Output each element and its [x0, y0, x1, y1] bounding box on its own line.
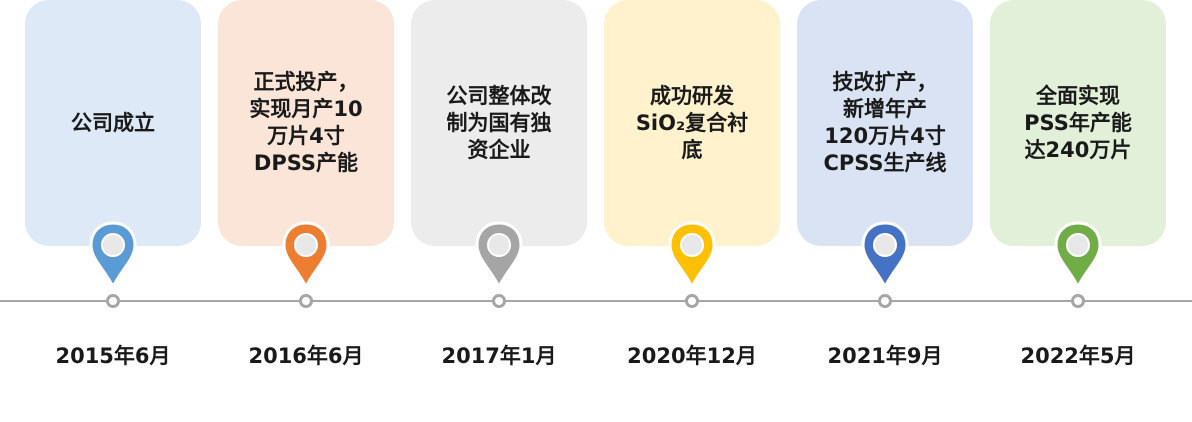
milestone-description: 技改扩产， 新增年产 120万片4寸 CPSS生产线: [823, 70, 947, 175]
milestone-card: 公司整体改 制为国有独 资企业: [411, 0, 587, 246]
milestone: 公司成立 2015年6月: [25, 0, 201, 422]
timeline-axis: [0, 300, 1192, 302]
milestone-card: 公司成立: [25, 0, 201, 246]
milestone-date: 2020年12月: [627, 344, 757, 368]
milestone-card: 技改扩产， 新增年产 120万片4寸 CPSS生产线: [797, 0, 973, 246]
map-pin-icon: [1054, 221, 1102, 290]
milestone-description: 公司整体改 制为国有独 资企业: [446, 83, 552, 162]
milestone-card: 成功研发 SiO₂复合衬 底: [604, 0, 780, 246]
milestone-description: 公司成立: [71, 110, 155, 135]
milestone-description: 全面实现 PSS年产能 达240万片: [1024, 83, 1132, 162]
milestone-date: 2017年1月: [441, 344, 557, 368]
milestone-description: 正式投产， 实现月产10 万片4寸 DPSS产能: [249, 70, 363, 175]
milestone-date: 2016年6月: [248, 344, 364, 368]
timeline-dot: [492, 294, 506, 308]
timeline-dot: [685, 294, 699, 308]
milestone-description: 成功研发 SiO₂复合衬 底: [635, 83, 749, 162]
milestone-date: 2021年9月: [827, 344, 943, 368]
milestone-date: 2022年5月: [1020, 344, 1136, 368]
map-pin-icon: [861, 221, 909, 290]
milestone-date: 2015年6月: [55, 344, 171, 368]
map-pin-icon: [475, 221, 523, 290]
timeline-dot: [106, 294, 120, 308]
map-pin-icon: [282, 221, 330, 290]
timeline-dot: [1071, 294, 1085, 308]
timeline-dot: [878, 294, 892, 308]
timeline-dot: [299, 294, 313, 308]
milestone: 技改扩产， 新增年产 120万片4寸 CPSS生产线 2021年9月: [797, 0, 973, 422]
milestone-card: 正式投产， 实现月产10 万片4寸 DPSS产能: [218, 0, 394, 246]
map-pin-icon: [89, 221, 137, 290]
milestone-card: 全面实现 PSS年产能 达240万片: [990, 0, 1166, 246]
milestone: 全面实现 PSS年产能 达240万片 2022年5月: [990, 0, 1166, 422]
milestone: 正式投产， 实现月产10 万片4寸 DPSS产能 2016年6月: [218, 0, 394, 422]
map-pin-icon: [668, 221, 716, 290]
milestone: 成功研发 SiO₂复合衬 底 2020年12月: [604, 0, 780, 422]
milestone: 公司整体改 制为国有独 资企业 2017年1月: [411, 0, 587, 422]
